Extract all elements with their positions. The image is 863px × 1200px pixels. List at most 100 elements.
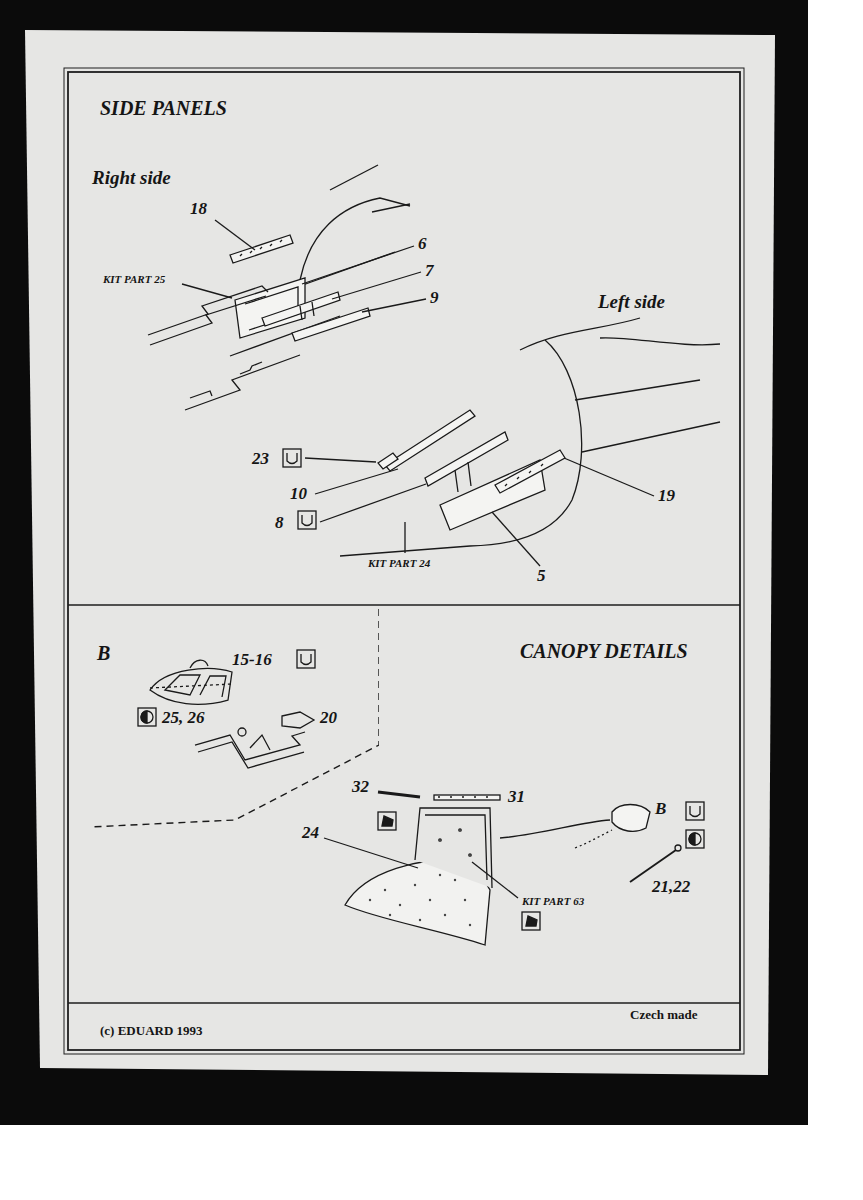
canopy-drawing-part-part	[414, 884, 416, 886]
right-side-drawing-part	[240, 240, 282, 256]
symbol-icons-part	[141, 711, 147, 723]
canopy-drawing-part-part	[444, 914, 446, 916]
symbol-icons-part	[287, 453, 297, 464]
left-side-drawing-part	[315, 469, 398, 494]
symbol-icons-part	[686, 830, 704, 848]
symbol-icons-part	[141, 711, 153, 723]
symbol-icons	[138, 449, 704, 930]
sheet-frame	[64, 68, 744, 1054]
origin-note: Czech made	[630, 1008, 698, 1022]
right-side-drawing-part	[190, 391, 212, 398]
inset-b-drawing-part	[238, 728, 246, 736]
right-side-drawing-part	[300, 198, 410, 280]
right-side-drawing-part	[302, 246, 414, 284]
inset-b-drawing-part	[150, 669, 232, 705]
right-side-drawing-part	[150, 296, 266, 345]
callout-number: B	[655, 800, 666, 819]
canopy-drawing-part-part	[369, 899, 371, 901]
callout-number: 7	[425, 262, 434, 281]
inset-b-drawing-part	[282, 712, 314, 728]
symbol-icons-part	[298, 511, 316, 529]
left-side-drawing-part	[320, 484, 426, 522]
right-side-drawing-part	[148, 286, 268, 335]
canopy-drawing-part	[612, 805, 650, 832]
canopy-drawing-part-part	[464, 899, 466, 901]
kit-part-label: KIT PART 25	[103, 273, 165, 285]
copyright-note: (c) EDUARD 1993	[100, 1024, 203, 1038]
canopy-drawing-part	[459, 829, 461, 831]
inset-b-drawing-part	[150, 684, 232, 688]
right-side-drawing-part	[185, 355, 300, 410]
canopy-drawing-part	[434, 795, 500, 800]
canopy-drawing-part	[469, 854, 471, 856]
canopy-drawing-part-part	[454, 879, 456, 881]
left-side-drawing-part	[378, 453, 398, 469]
sheet-frame-part	[64, 68, 744, 1054]
callout-number: 32	[352, 778, 369, 797]
callout-number: 23	[252, 450, 269, 469]
left-side-drawing-part	[564, 458, 654, 496]
section-heading: CANOPY DETAILS	[520, 640, 688, 662]
callout-number: 10	[290, 485, 307, 504]
left-side-drawing-part	[340, 340, 582, 556]
canopy-drawing-part-part	[389, 914, 391, 916]
inset-b-drawing	[150, 660, 314, 768]
symbol-icons-part	[690, 806, 700, 817]
canopy-drawing-part	[415, 808, 492, 888]
callout-number: 6	[418, 235, 427, 254]
symbol-icons-part	[686, 802, 704, 820]
canopy-drawing-part	[438, 796, 488, 797]
symbol-icons-part	[301, 654, 311, 665]
sheet-frame-part	[68, 1002, 740, 1004]
sheet-frame-part	[68, 72, 740, 1050]
kit-part-label: KIT PART 24	[368, 557, 430, 569]
right-side-drawing-part	[240, 362, 262, 374]
symbol-icons-part	[378, 812, 396, 830]
inset-b-drawing-part	[165, 675, 226, 697]
canopy-drawing-part	[439, 839, 441, 841]
kit-part-label: KIT PART 63	[522, 895, 584, 907]
right-side-drawing-part	[372, 204, 410, 212]
canopy-drawing-part-part	[384, 889, 386, 891]
canopy-drawing-part-part	[399, 904, 401, 906]
symbol-icons-part	[302, 515, 312, 526]
canopy-drawing-part	[324, 838, 418, 868]
right-side-drawing-part	[362, 299, 426, 312]
canopy-details-section: CANOPY DETAILS B	[68, 605, 740, 1003]
left-side-drawing-part	[495, 450, 565, 493]
canopy-drawing-part-part	[419, 919, 421, 921]
right-side-drawing-part	[182, 284, 232, 298]
canopy-drawing-part-part	[469, 924, 471, 926]
canopy-drawing-part	[369, 874, 471, 926]
symbol-icons-part	[297, 650, 315, 668]
canopy-drawing-part	[575, 830, 612, 848]
callout-number: 31	[508, 788, 525, 807]
sheet-frame-part	[68, 604, 740, 606]
dashed-boundary	[90, 609, 379, 827]
side-label: Left side	[598, 292, 665, 313]
left-side-drawing-part	[505, 464, 543, 486]
detail-letter: 24	[302, 824, 319, 843]
inset-b-drawing-part	[198, 742, 304, 768]
callout-number: 18	[190, 200, 207, 219]
callout-number: 15-16	[232, 651, 272, 670]
callout-number: 5	[537, 567, 546, 586]
right-side-drawing-part	[300, 302, 314, 320]
callout-number: 9	[430, 289, 439, 308]
left-side-drawing-part	[582, 422, 720, 452]
symbol-icons-part	[689, 833, 695, 845]
inset-b-drawing-part	[250, 735, 270, 750]
callout-number: 21,22	[652, 878, 690, 897]
left-side-drawing-part	[425, 432, 508, 486]
left-side-drawing-part	[600, 338, 720, 345]
callout-number: 25, 26	[162, 709, 205, 728]
left-side-drawing-part	[492, 512, 540, 566]
left-side-drawing-part	[575, 380, 700, 400]
left-side-drawing	[305, 318, 720, 566]
canopy-drawing	[324, 792, 681, 945]
side-panels-section: SIDE PANELS	[68, 72, 740, 605]
callout-number: 20	[320, 709, 337, 728]
